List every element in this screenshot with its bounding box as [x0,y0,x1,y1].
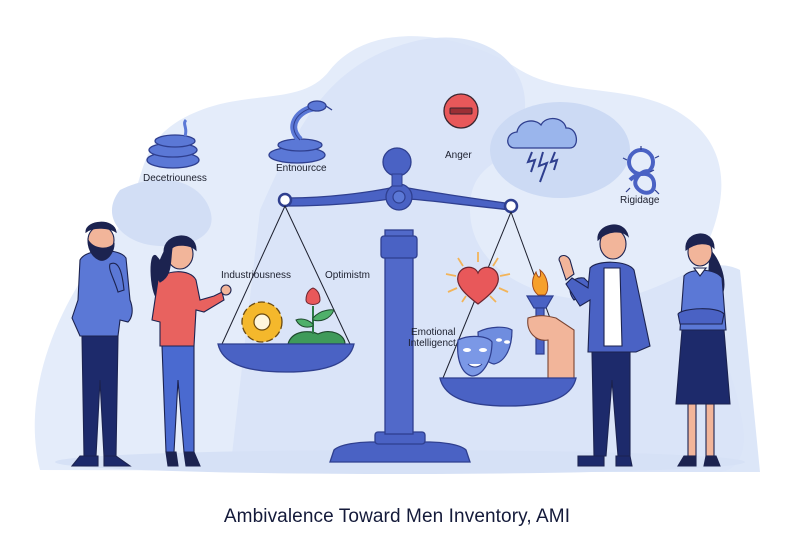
person-woman-crossed-arms [675,233,731,467]
left-pan [217,343,355,373]
page-title: Ambivalence Toward Men Inventory, AMI [223,506,571,527]
label-entitlement: Entnourcce [276,163,327,174]
label-emotional-intelligence-line2: Intelligenct [408,338,456,349]
torch-icon [525,268,575,379]
label-emotional-intelligence-line1: Emotional [411,327,456,338]
barbed-wire-knot-icon [622,146,660,195]
label-optimism: Optimistm [325,270,370,281]
label-rigidity: Rigidage [620,195,660,206]
person-man-blazer [558,224,651,467]
label-deceitfulness: Decetriouness [143,173,207,184]
storm-cloud-icon [507,117,577,183]
person-bearded-man [70,221,133,467]
rearing-snake-icon [268,100,333,164]
coiled-snake-icon [146,118,200,169]
flower-sprout-icon [287,287,346,345]
person-woman-red-sweater [150,235,232,467]
gear-icon [241,301,283,343]
theater-masks-icon [457,326,513,377]
balance-scale [221,147,573,463]
label-industriousness: Industriousness [221,270,292,281]
red-minus-circle-icon [443,93,479,129]
label-anger: Anger [445,150,472,161]
glowing-heart-icon [445,252,511,305]
right-pan [439,377,577,407]
